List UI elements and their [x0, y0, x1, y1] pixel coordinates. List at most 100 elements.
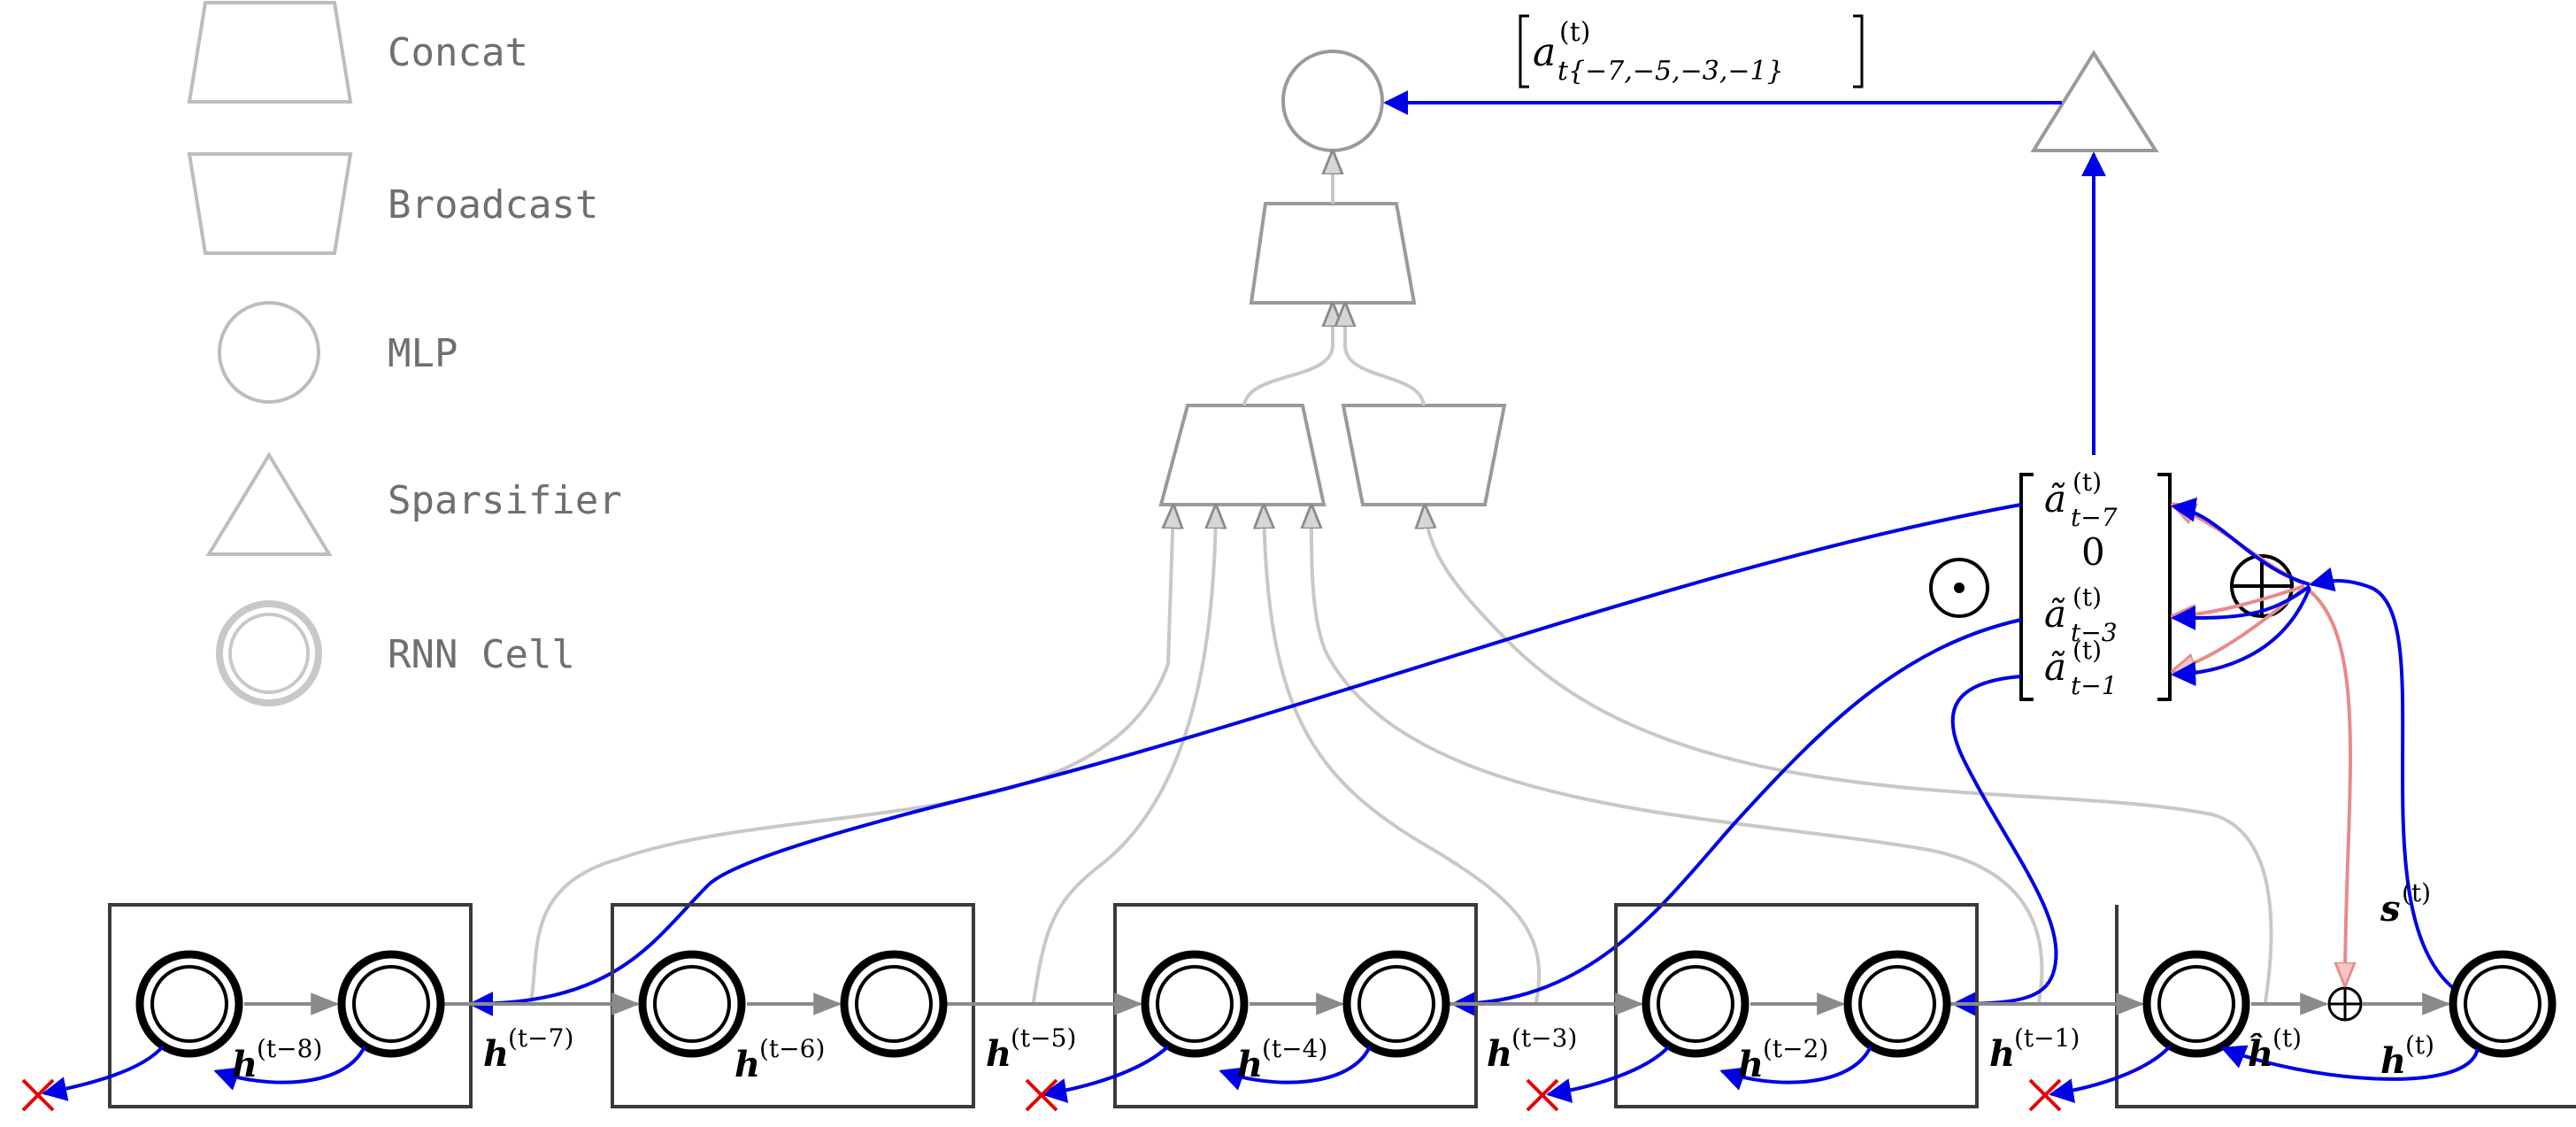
label-bracket-left: [1519, 14, 1529, 89]
dropped-x-icon-1: [21, 1078, 55, 1112]
vector-entry-0-base: ã: [2044, 477, 2066, 521]
drop-arrow-4: [2049, 1045, 2172, 1104]
hidden-label-4-base: h: [1237, 1044, 1263, 1085]
hidden-label-1-base: h: [483, 1033, 509, 1075]
vector-entry-0-sub: t−7: [2071, 503, 2118, 532]
drop-arrow-2: [1042, 1045, 1170, 1103]
blue-sum-to-entry-2: [2171, 584, 2311, 631]
hadamard-operator-icon: [1929, 558, 1989, 618]
hadamard-dot: [1954, 583, 1965, 593]
rnn-cell-4a: [1642, 950, 1749, 1058]
hidden-label-5-sup: (t−3): [1511, 1023, 1577, 1053]
drop-arrow-1: [42, 1045, 165, 1101]
hidden-label-3-base: h: [986, 1033, 1011, 1075]
rnn-cell-4b: [1843, 950, 1951, 1058]
vector-bracket-left: [2019, 473, 2034, 701]
dropped-x-icon-3: [1526, 1078, 1559, 1112]
top-label-sup: (t): [1559, 17, 1590, 48]
vector-entry-3-base: ã: [2044, 645, 2066, 689]
legend-concat-label: Concat: [388, 30, 528, 75]
wire-h-t7-to-concat: [529, 506, 1173, 1003]
vector-entry-3-sub: t−1: [2071, 671, 2118, 700]
top-concat-node: [1249, 202, 1417, 305]
legend-broadcast-label: Broadcast: [388, 182, 598, 228]
wire-h-t5-to-concat: [1032, 506, 1216, 1003]
mlp-icon: [218, 301, 320, 404]
broadcast-node: [1341, 404, 1507, 506]
hidden-label-2-base: h: [734, 1044, 760, 1085]
dropped-x-icon-4: [2028, 1078, 2062, 1112]
hidden-label-8-sup: (t): [2272, 1023, 2302, 1053]
rnn-cell-2b: [840, 950, 948, 1058]
wire-hhat-to-broadcast: [1425, 506, 2273, 1003]
rnn-cell-5b: [2449, 950, 2557, 1058]
hidden-label-0-base: h: [232, 1044, 258, 1085]
vector-entry-1-base: 0: [2081, 530, 2105, 574]
legend-rnn-cell-label: RNN Cell: [388, 632, 575, 677]
rnn-cell-5a: [2142, 950, 2250, 1058]
lower-concat-node: [1158, 404, 1326, 506]
sum-fanout: [2171, 497, 2462, 995]
feedback-arrow-5: [2220, 1045, 2480, 1081]
legend-mlp-label: MLP: [388, 331, 458, 376]
output-mlp-node: [1281, 50, 1384, 152]
label-bracket-right: [1853, 14, 1864, 89]
concat-icon: [187, 0, 353, 104]
top-label-base: a: [1533, 30, 1556, 75]
blue-s-to-sum: [2309, 567, 2462, 995]
blue-entry-0-to-h-t7: [468, 503, 2022, 1016]
arrow-lower-concat-to-top: [1242, 305, 1333, 406]
rnn-cell-icon-outer: [216, 600, 322, 706]
hidden-label-0-sup: (t−8): [257, 1034, 322, 1063]
feedback-arrow-3: [1219, 1046, 1372, 1091]
legend: Concat Broadcast MLP Sparsifier RNN Cell: [187, 0, 622, 706]
rnn-cell-1a: [135, 950, 243, 1058]
operators: ⊙ ⊕ ⊕: [1929, 554, 2363, 1022]
hidden-label-6-sup: (t−2): [1763, 1034, 1828, 1063]
hidden-label-9-sup: (t): [2405, 1031, 2434, 1060]
s-label-base: s: [2380, 888, 2401, 930]
sparsifier-icon: [205, 452, 333, 556]
sparse-attention-label: a (t) t{−7,−5,−3,−1}: [1519, 14, 1864, 89]
attention-vector: ã (t) t−7 0 ã (t) t−3 ã (t) t−1: [2019, 467, 2172, 701]
hidden-state-labels: h (t−8) h (t−7) h (t−6) h (t−5) h (t−4) …: [232, 878, 2434, 1085]
rnn-cell-3a: [1141, 950, 1249, 1058]
hidden-label-8-base: ĥ: [2248, 1033, 2273, 1075]
legend-sparsifier-label: Sparsifier: [388, 478, 622, 523]
sparsifier-node: [2030, 50, 2159, 152]
vector-entry-2-sup: (t): [2072, 583, 2102, 612]
feedback-arrow-4: [1719, 1046, 1872, 1091]
arrow-broadcast-to-top: [1345, 305, 1426, 406]
hidden-label-3-sup: (t−5): [1011, 1023, 1076, 1053]
attention-routes: [468, 503, 2058, 1016]
wire-h-t3-to-concat: [1264, 506, 1542, 1003]
drop-arrow-3: [1546, 1045, 1671, 1103]
hidden-label-1-sup: (t−7): [508, 1023, 573, 1053]
rnn-cell-icon-inner: [228, 613, 310, 694]
vector-bracket-right: [2157, 473, 2172, 701]
rnn-cell-2a: [638, 950, 746, 1058]
wire-h-t1-to-concat: [1311, 506, 2044, 1003]
s-label-sup: (t): [2402, 878, 2431, 907]
hidden-label-4-sup: (t−4): [1262, 1034, 1327, 1063]
blue-sum-to-entry-0: [2171, 497, 2311, 586]
feedback-arrow-1: [213, 1046, 366, 1091]
hidden-label-7-base: h: [1989, 1033, 2015, 1075]
rnn-chain: [21, 903, 2576, 1112]
rnn-cell-1b: [337, 950, 445, 1058]
blue-entry-3-to-h-t1: [1950, 675, 2058, 1016]
blue-entry-2-to-h-t3: [1450, 618, 2022, 1016]
broadcast-icon: [187, 152, 353, 255]
hidden-label-9-base: h: [2380, 1040, 2406, 1082]
gray-wires: [529, 506, 2273, 1003]
hidden-label-6-base: h: [1738, 1044, 1764, 1085]
vector-entry-2-sub: t−3: [2071, 618, 2118, 647]
vector-entry-2-base: ã: [2044, 592, 2066, 636]
blue-sum-to-entry-3: [2171, 587, 2311, 687]
chunk-box-5: [2115, 905, 2576, 1108]
vector-entry-0-sup: (t): [2072, 467, 2102, 497]
top-modules: [1158, 50, 2159, 506]
vector-entry-3-sup: (t): [2072, 636, 2102, 665]
hidden-label-5-base: h: [1487, 1033, 1512, 1075]
